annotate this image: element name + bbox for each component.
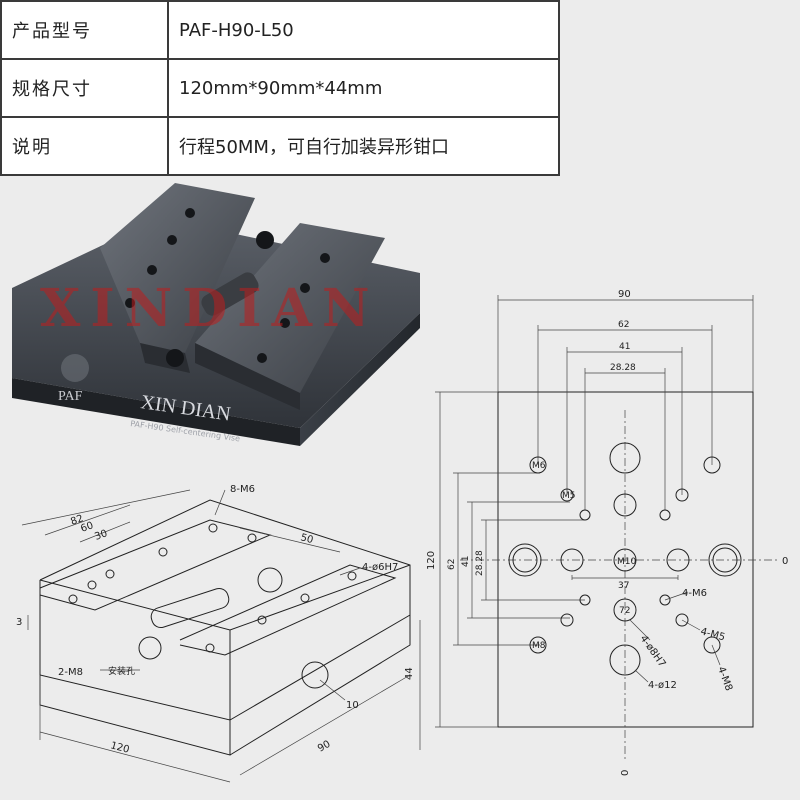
vise-side-face	[300, 313, 420, 446]
spec-label-size: 规格尺寸	[0, 58, 169, 118]
isometric-drawing: 82 60 30 8-M6 50 4-ø6H7 3 2-M8 安装孔 10 44…	[16, 484, 421, 783]
spec-row-note: 说明 行程50MM，可自行加装异形钳口	[0, 116, 560, 176]
iso-holes	[68, 523, 357, 689]
top-dim-72: 72	[619, 606, 630, 616]
iso-dim-3: 3	[16, 617, 22, 628]
top-view-drawing: 90 62 41 28.28 120 62 41 28.28 0 0	[426, 289, 788, 776]
top-outline	[497, 391, 754, 728]
iso-lead-screw	[150, 587, 230, 629]
iso-dim-82: 82	[69, 513, 85, 528]
iso-dim-90: 90	[316, 739, 333, 755]
top-dim-37: 37	[618, 581, 629, 591]
iso-dim-50: 50	[299, 532, 314, 546]
watermark-text: XINDIAN	[40, 278, 380, 339]
top-dim-28-28-v: 28.28	[475, 550, 485, 576]
iso-dim-60: 60	[79, 520, 95, 535]
iso-dim-8m6: 8-M6	[230, 484, 255, 495]
iso-dim-44: 44	[404, 667, 415, 680]
top-holes	[508, 442, 742, 676]
spec-label-note: 说明	[0, 116, 169, 176]
spec-row-model: 产品型号 PAF-H90-L50	[0, 0, 560, 60]
spec-value-note: 行程50MM，可自行加装异形钳口	[167, 116, 560, 176]
top-dim-120: 120	[426, 551, 437, 570]
top-dim-4m8: 4-M8	[715, 665, 734, 692]
top-dim-62: 62	[618, 320, 629, 330]
spec-row-size: 规格尺寸 120mm*90mm*44mm	[0, 58, 560, 118]
spec-table: 产品型号 PAF-H90-L50 规格尺寸 120mm*90mm*44mm 说明…	[0, 0, 560, 176]
spec-label-model: 产品型号	[0, 0, 169, 60]
top-dim-m10: M10	[617, 557, 636, 567]
iso-dim-2m8: 2-M8	[58, 667, 83, 678]
top-zero-bottom: 0	[620, 770, 631, 776]
iso-dim-4phi6: 4-ø6H7	[362, 562, 398, 573]
lead-screw	[201, 272, 259, 316]
top-dim-4phi8: 4-ø8H7	[638, 633, 668, 669]
top-dim-28-28: 28.28	[610, 363, 636, 373]
iso-dim-2m8-note: 安装孔	[108, 665, 135, 677]
hole-label-m5: M5	[562, 491, 576, 501]
paf-badge-icon	[61, 354, 89, 382]
top-dim-4phi12: 4-ø12	[648, 680, 677, 691]
top-dim-62-v: 62	[447, 559, 457, 570]
top-dim-90: 90	[618, 289, 631, 300]
iso-dim-30: 30	[93, 528, 109, 543]
spec-value-model: PAF-H90-L50	[167, 0, 560, 60]
iso-dim-10: 10	[346, 700, 359, 711]
top-dim-41-v: 41	[461, 556, 471, 567]
iso-dim-120: 120	[109, 740, 130, 756]
right-jaw	[195, 223, 385, 393]
spec-value-size: 120mm*90mm*44mm	[167, 58, 560, 118]
paf-badge-text: PAF	[58, 389, 83, 404]
product-photo: PAF XIN DIAN PAF-H90 Self-centering Vise	[12, 183, 420, 446]
left-jaw	[100, 183, 255, 353]
top-dim-4m5: 4-M5	[699, 626, 726, 643]
top-dim-4m6: 4-M6	[682, 588, 707, 599]
jaw-holes	[125, 208, 330, 367]
top-dim-41: 41	[619, 342, 630, 352]
hole-label-m8: M8	[532, 641, 546, 651]
vise-front-face	[12, 378, 300, 446]
top-zero-right: 0	[782, 556, 788, 567]
hole-label-m6: M6	[532, 461, 546, 471]
